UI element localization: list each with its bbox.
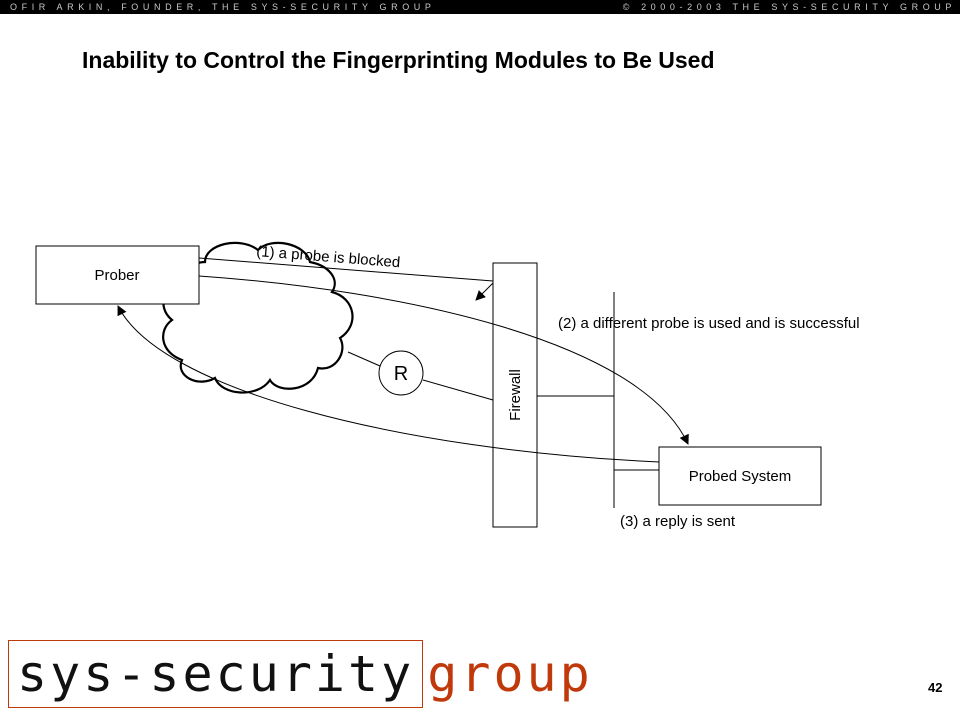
probe-blocked-arrow (475, 282, 494, 301)
probe-blocked-line (198, 257, 494, 282)
network-cloud-icon (162, 241, 354, 394)
header-bar: OFIR ARKIN, FOUNDER, THE SYS-SECURITY GR… (0, 0, 960, 14)
header-author: OFIR ARKIN, FOUNDER, THE SYS-SECURITY GR… (10, 2, 436, 12)
page-number: 42 (928, 680, 943, 695)
slide-title: Inability to Control the Fingerprinting … (82, 47, 715, 73)
router-node (378, 350, 424, 396)
prober-label: Prober (94, 267, 139, 284)
firewall-box (492, 262, 538, 528)
probe-success-arrow (198, 275, 689, 445)
cloud-router-line (347, 351, 381, 367)
reply-arrow (117, 305, 660, 463)
probed-system-label: Probed System (689, 468, 792, 485)
logo-group-text: group (427, 645, 593, 703)
step3-label: (3) a reply is sent (620, 513, 736, 530)
firewall-label: Firewall (507, 369, 524, 421)
step2-label: (2) a different probe is used and is suc… (558, 315, 860, 332)
prober-box (35, 245, 200, 305)
probed-system-box (658, 446, 822, 506)
header-copyright: © 2000-2003 THE SYS-SECURITY GROUP (622, 2, 956, 12)
logo-sys-security-text: sys-security (8, 640, 424, 708)
router-firewall-line (422, 379, 494, 401)
router-label: R (394, 363, 408, 385)
